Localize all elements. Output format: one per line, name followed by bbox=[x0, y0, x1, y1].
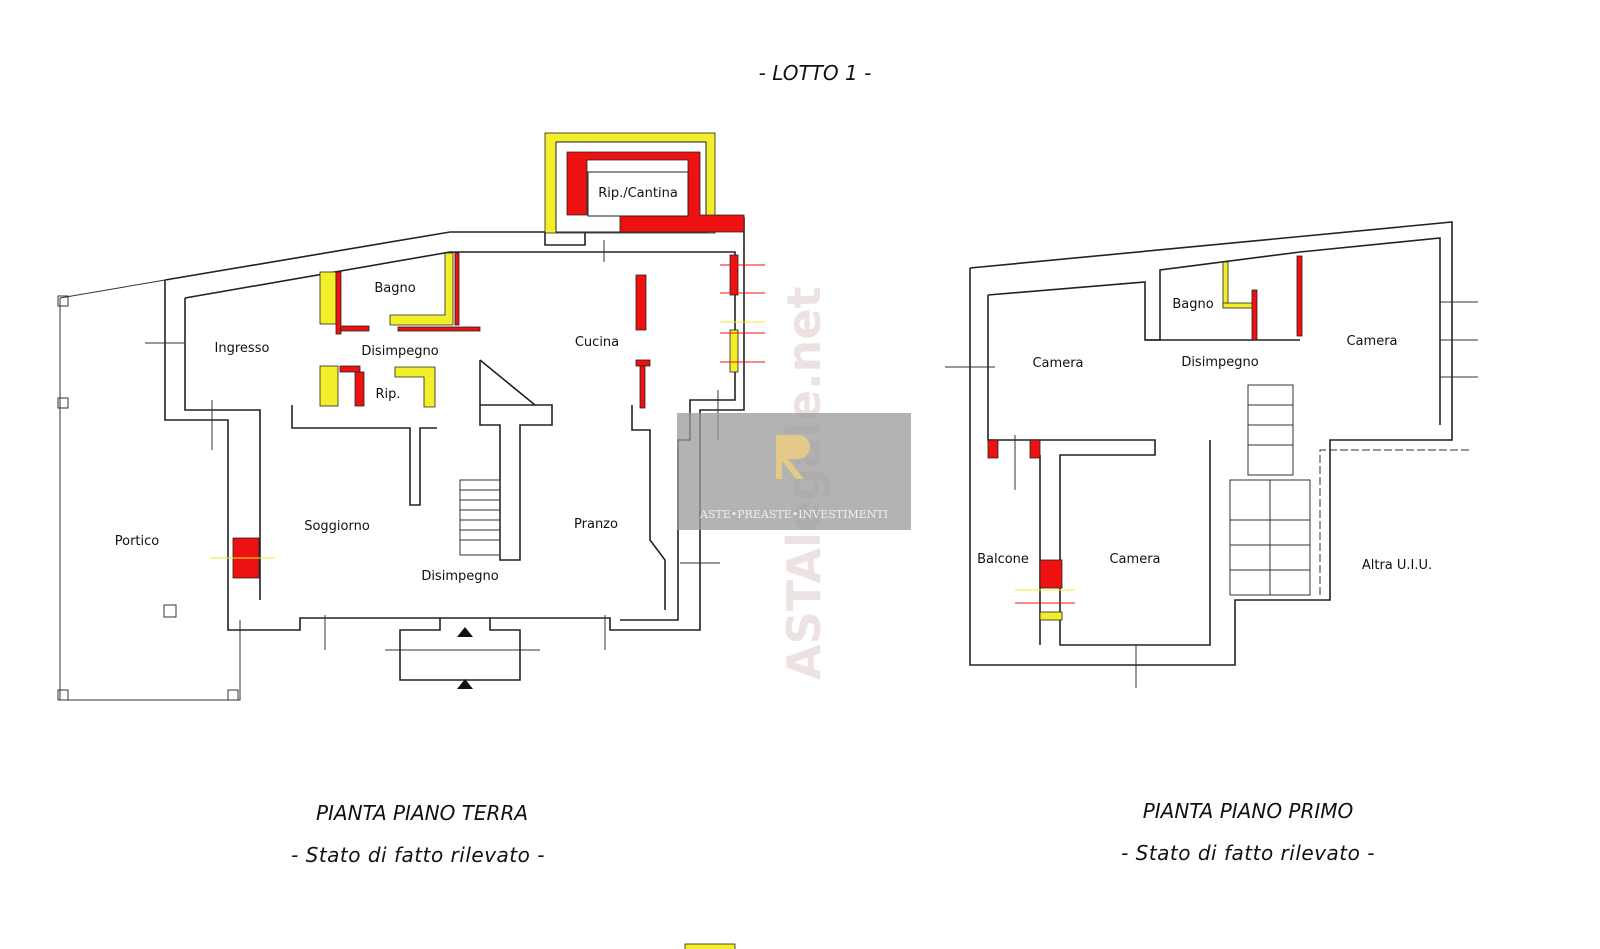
room-label: Camera bbox=[1109, 552, 1160, 567]
room-label: Disimpegno bbox=[421, 569, 498, 584]
ground-outer-wall bbox=[164, 217, 745, 681]
brand-logo-icon bbox=[776, 435, 810, 479]
room-label: Bagno bbox=[1172, 297, 1213, 312]
room-label: Balcone bbox=[977, 552, 1029, 567]
legend-swatch-yellow bbox=[684, 943, 736, 949]
first-floor-title: PIANTA PIANO PRIMO bbox=[1143, 799, 1354, 823]
room-label: Rip. bbox=[375, 387, 400, 402]
room-label: Camera bbox=[1346, 334, 1397, 349]
lot-title: - LOTTO 1 - bbox=[759, 61, 872, 85]
room-label: Rip./Cantina bbox=[598, 186, 678, 201]
portico-outline bbox=[59, 298, 241, 701]
watermark: ASTAlegale.net ASTE•PREASTE•INVESTIMENTI bbox=[677, 287, 911, 680]
room-label: Soggiorno bbox=[304, 519, 370, 534]
room-label: Cucina bbox=[575, 335, 619, 350]
room-label: Pranzo bbox=[574, 517, 618, 532]
ground-floor-subtitle: - Stato di fatto rilevato - bbox=[291, 843, 545, 867]
first-floor-subtitle: - Stato di fatto rilevato - bbox=[1121, 841, 1375, 865]
room-label: Altra U.I.U. bbox=[1362, 558, 1432, 573]
ground-floor-title: PIANTA PIANO TERRA bbox=[316, 801, 528, 825]
room-label: Bagno bbox=[374, 281, 415, 296]
first-floor-plan: Bagno Camera Disimpegno Camera Balcone C… bbox=[945, 221, 1478, 688]
room-label: Portico bbox=[115, 534, 160, 549]
room-label: Disimpegno bbox=[361, 344, 438, 359]
brand-name: ASTE•PREASTE•INVESTIMENTI bbox=[699, 508, 888, 521]
ground-floor-plan: Rip./Cantina Bagno Ingresso Disimpegno C… bbox=[57, 132, 765, 701]
first-outer-wall bbox=[969, 221, 1453, 666]
room-label: Camera bbox=[1032, 356, 1083, 371]
room-label: Ingresso bbox=[215, 341, 270, 356]
room-label: Disimpegno bbox=[1181, 355, 1258, 370]
